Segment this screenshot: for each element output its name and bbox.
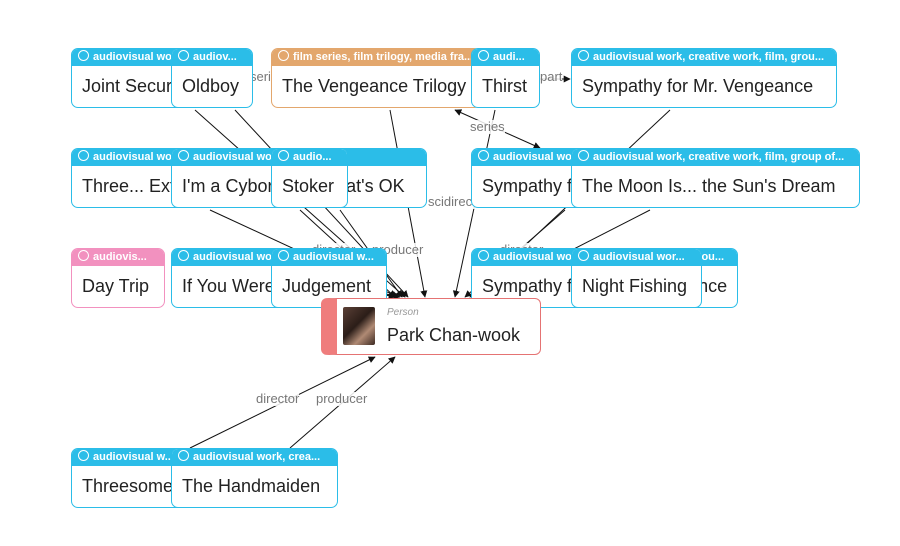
circle-icon — [178, 150, 189, 161]
circle-icon — [178, 450, 189, 461]
node-type: audiovisual wo... — [93, 51, 182, 63]
node-stoker[interactable]: audio... Stoker — [271, 148, 348, 208]
circle-icon — [478, 50, 489, 61]
node-person-park-chan-wook[interactable]: Person Park Chan-wook — [321, 298, 541, 355]
node-the-handmaiden[interactable]: audiovisual work, crea... The Handmaiden — [171, 448, 338, 508]
circle-icon — [578, 250, 589, 261]
circle-icon — [78, 450, 89, 461]
node-night-fishing[interactable]: audiovisual wor... Night Fishing — [571, 248, 702, 308]
circle-icon — [278, 50, 289, 61]
node-vengeance-trilogy[interactable]: film series, film trilogy, media fra... … — [271, 48, 481, 108]
node-type: audiovisual w... — [293, 251, 374, 263]
circle-icon — [78, 150, 89, 161]
circle-icon — [578, 150, 589, 161]
circle-icon — [178, 50, 189, 61]
node-label: Night Fishing — [582, 276, 688, 296]
node-type: audiovis... — [93, 251, 147, 263]
node-type: film series, film trilogy, media fra... — [293, 51, 474, 63]
node-moon-sun-dream[interactable]: audiovisual work, creative work, film, g… — [571, 148, 860, 208]
node-label: Stoker — [282, 176, 335, 196]
node-label: Thirst — [482, 76, 527, 96]
node-type: audiov... — [193, 51, 237, 63]
node-label: Sympathy for Mr. Vengeance — [582, 76, 814, 96]
node-type: audiovisual wo... — [493, 151, 582, 163]
node-type: audiovisual work, creative work, film, g… — [593, 151, 845, 163]
edge-label-series-2: series — [470, 119, 505, 134]
node-type: audi... — [493, 51, 525, 63]
circle-icon — [78, 50, 89, 61]
person-name: Park Chan-wook — [387, 325, 521, 345]
circle-icon — [278, 250, 289, 261]
node-type: audio... — [293, 151, 332, 163]
circle-icon — [78, 250, 89, 261]
node-type: audiovisual w... — [93, 451, 174, 463]
edge-label-director-bottom: director — [256, 391, 300, 406]
node-type: audiovisual work, crea... — [193, 451, 321, 463]
circle-icon — [478, 250, 489, 261]
circle-icon — [178, 250, 189, 261]
node-type: audiovisual wo... — [93, 151, 182, 163]
circle-icon — [578, 50, 589, 61]
circle-icon — [278, 150, 289, 161]
node-type: audiovisual work, creative work, film, g… — [593, 51, 825, 63]
node-label: Oldboy — [182, 76, 240, 96]
node-sympathy-mr-vengeance[interactable]: audiovisual work, creative work, film, g… — [571, 48, 837, 108]
node-type: audiovisual wor... — [593, 251, 685, 263]
person-type: Person — [387, 307, 419, 318]
node-thirst[interactable]: audi... Thirst — [471, 48, 540, 108]
node-label: The Moon Is... the Sun's Dream — [582, 176, 836, 196]
edge-label-part: part — [540, 69, 563, 84]
circle-icon — [478, 150, 489, 161]
node-label: Day Trip — [82, 276, 150, 296]
edge-label-producer-bottom: producer — [316, 391, 368, 406]
node-day-trip[interactable]: audiovis... Day Trip — [71, 248, 165, 308]
node-oldboy[interactable]: audiov... Oldboy — [171, 48, 253, 108]
node-label: The Handmaiden — [182, 476, 321, 496]
person-photo — [343, 307, 375, 345]
node-label: The Vengeance Trilogy — [282, 76, 467, 96]
node-type: audiovisual wo... — [193, 251, 282, 263]
